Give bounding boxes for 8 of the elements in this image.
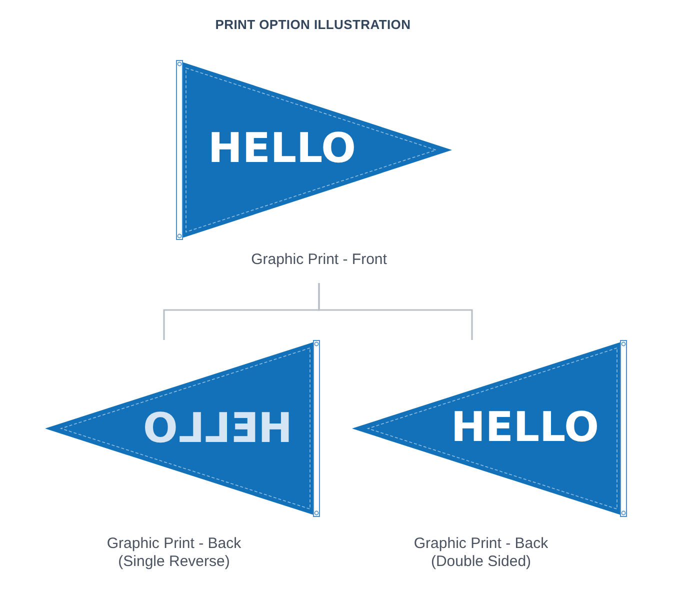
- flag-caption: Graphic Print - Front: [250, 251, 388, 269]
- flag-lettering: HELLO: [208, 128, 356, 169]
- flag-caption: Graphic Print - Back (Single Reverse): [106, 535, 242, 571]
- diagram-title: PRINT OPTION ILLUSTRATION: [215, 17, 411, 33]
- flag-lettering: HELLO: [451, 407, 599, 448]
- flag-lettering: O⅃⅃ƎH: [143, 408, 292, 449]
- flag-caption: Graphic Print - Back (Double Sided): [412, 535, 550, 571]
- connector-line: [318, 283, 473, 340]
